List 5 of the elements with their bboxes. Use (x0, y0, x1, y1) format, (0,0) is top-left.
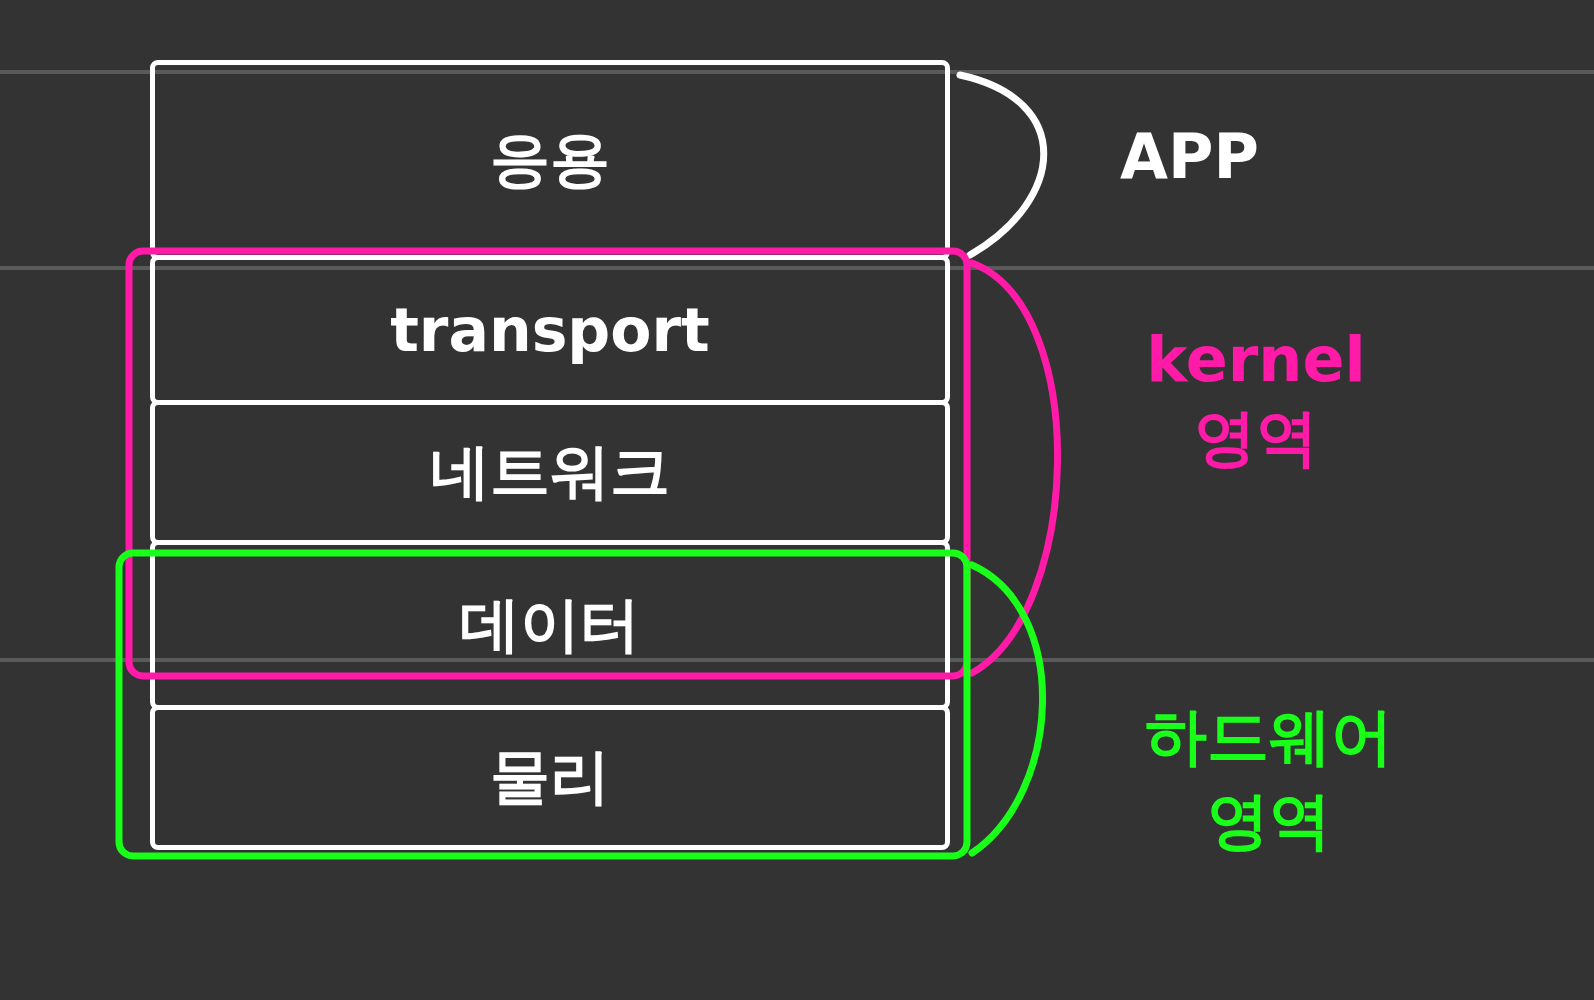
region-label: 하드웨어 영역 (1143, 699, 1394, 859)
layer-box: 물리 (150, 705, 950, 850)
region-label: kernel 영역 (1145, 323, 1367, 476)
layer-box: 네트워크 (150, 400, 950, 545)
side-label: APP (1120, 120, 1259, 193)
